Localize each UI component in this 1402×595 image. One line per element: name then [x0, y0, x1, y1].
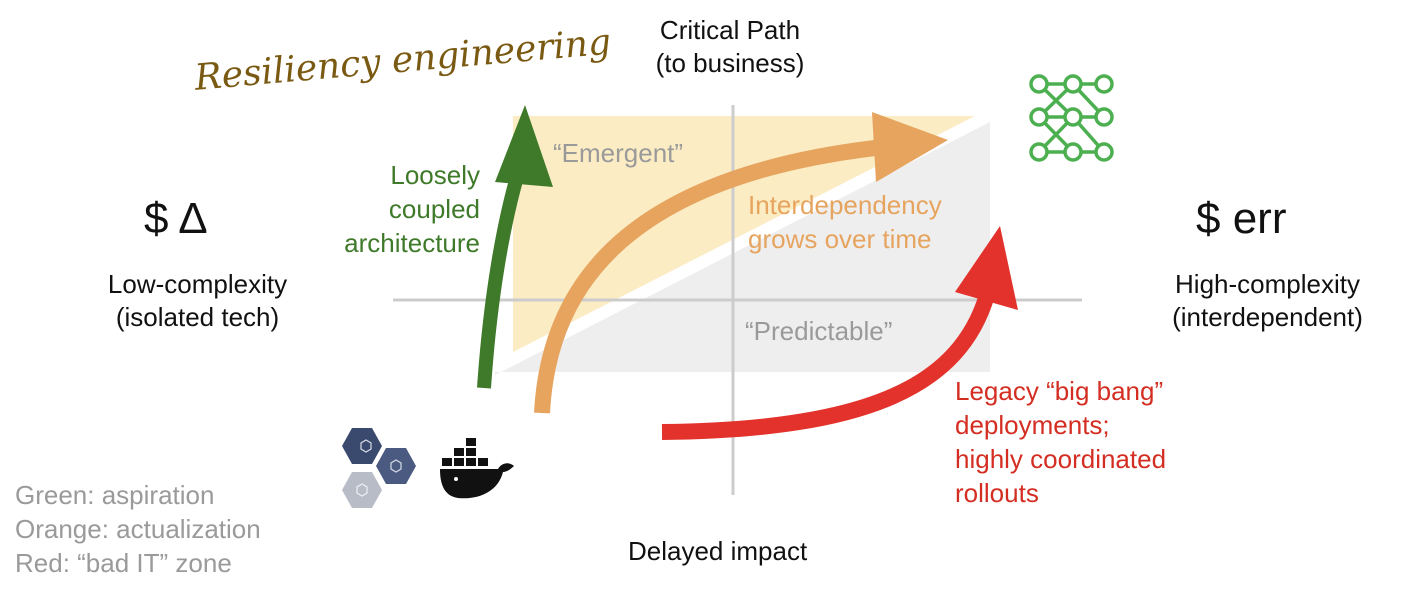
red-label-line3: highly coordinated [955, 444, 1167, 474]
right-axis-line2: (interdependent) [1172, 302, 1363, 332]
green-label-line3: architecture [344, 228, 480, 258]
bottom-axis-label: Delayed impact [628, 536, 808, 566]
orange-label-line2: grows over time [748, 224, 932, 254]
left-symbol: $ Δ [144, 194, 208, 243]
predictable-region [495, 122, 990, 375]
red-arrow-label: Legacy “big bang” deployments; highly co… [955, 374, 1166, 510]
emergent-region [513, 116, 975, 352]
legend-orange: Orange: actualization [15, 514, 261, 544]
red-label-line4: rollouts [955, 478, 1039, 508]
orange-arrow-label: Interdependency grows over time [748, 188, 942, 256]
top-axis-line1: Critical Path [659, 15, 801, 45]
red-label-line2: deployments; [955, 410, 1110, 440]
predictable-label: “Predictable” [745, 316, 893, 346]
left-axis-line1: Low-complexity [107, 269, 288, 299]
green-label-line1: Loosely [390, 160, 480, 190]
legend-green: Green: aspiration [15, 480, 215, 510]
red-arrow-shaft [661, 292, 995, 440]
hexagon-cluster-icon [342, 428, 416, 508]
network-graph-icon [1029, 74, 1114, 162]
green-label-line2: coupled [388, 194, 480, 224]
orange-arrow-shaft [534, 140, 876, 414]
color-legend: Green: aspiration Orange: actualization … [15, 478, 261, 580]
left-axis-label: Low-complexity (isolated tech) [80, 268, 315, 334]
legend-red: Red: “bad IT” zone [15, 548, 232, 578]
green-arrow-label: Loosely coupled architecture [344, 158, 480, 260]
left-axis-line2: (isolated tech) [115, 302, 280, 332]
orange-label-line1: Interdependency [748, 190, 942, 220]
red-arrow-head [955, 226, 1018, 310]
top-axis-line2: (to business) [655, 48, 805, 78]
right-axis-label: High-complexity (interdependent) [1140, 268, 1395, 334]
emergent-label: “Emergent” [553, 138, 684, 168]
red-label-line1: Legacy “big bang” [955, 376, 1164, 406]
orange-arrow-head [872, 112, 948, 182]
docker-whale-icon [440, 438, 514, 499]
right-axis-line1: High-complexity [1175, 269, 1360, 299]
right-symbol: $ err [1196, 194, 1287, 243]
green-arrow-head [495, 105, 553, 187]
top-axis-label: Critical Path (to business) [580, 14, 880, 80]
